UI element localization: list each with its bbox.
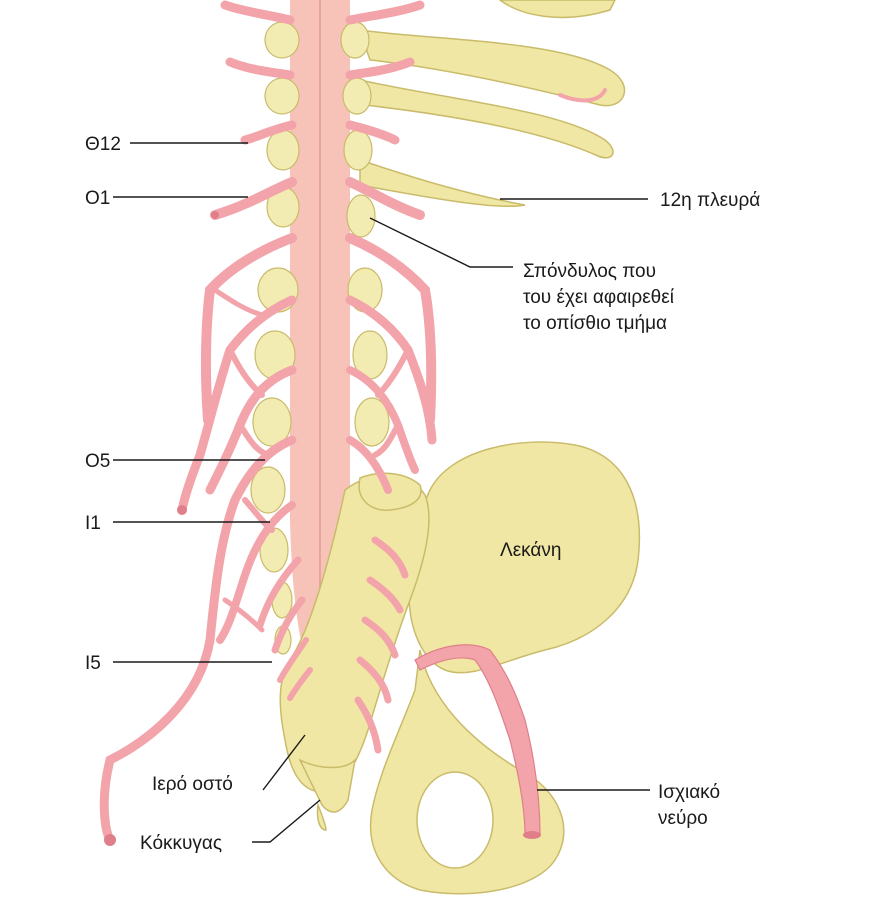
rib-12 [359, 158, 526, 208]
leader-coccyx [252, 799, 321, 843]
label-rib12: 12η πλευρά [660, 190, 760, 211]
label-sacrum: Ιερό οστό [152, 774, 233, 795]
nerves-right [345, 0, 437, 754]
label-l1: Ο1 [85, 188, 110, 209]
label-t12: Θ12 [85, 134, 121, 155]
nerves-left [99, 0, 313, 846]
vertebrae-right [340, 21, 390, 447]
label-l5: Ο5 [85, 451, 110, 472]
label-vertebra-line3: το οπίσθιο τμήμα [523, 313, 667, 334]
ribs [358, 0, 626, 208]
label-s1: Ι1 [85, 513, 101, 534]
label-coccyx: Κόκκυγας [140, 833, 222, 854]
leader-vertebra [369, 217, 513, 268]
pelvis [370, 441, 641, 895]
sciatic-nerve [414, 644, 541, 839]
leader-lines [113, 142, 650, 843]
label-sciatic-line2: νεύρο [658, 808, 708, 829]
label-s5: Ι5 [85, 653, 101, 674]
leader-sacrum [262, 734, 306, 791]
labels: Θ12 Ο1 Ο5 Ι1 Ι5 12η πλευρά Σπόνδυλος που… [85, 134, 760, 854]
label-sciatic-line1: Ισχιακό [658, 782, 720, 803]
label-pelvis: Λεκάνη [500, 540, 561, 561]
coccyx [298, 757, 357, 813]
label-vertebra-line2: του έχει αφαιρεθεί [523, 287, 675, 308]
label-vertebra-line1: Σπόνδυλος που [523, 261, 656, 282]
